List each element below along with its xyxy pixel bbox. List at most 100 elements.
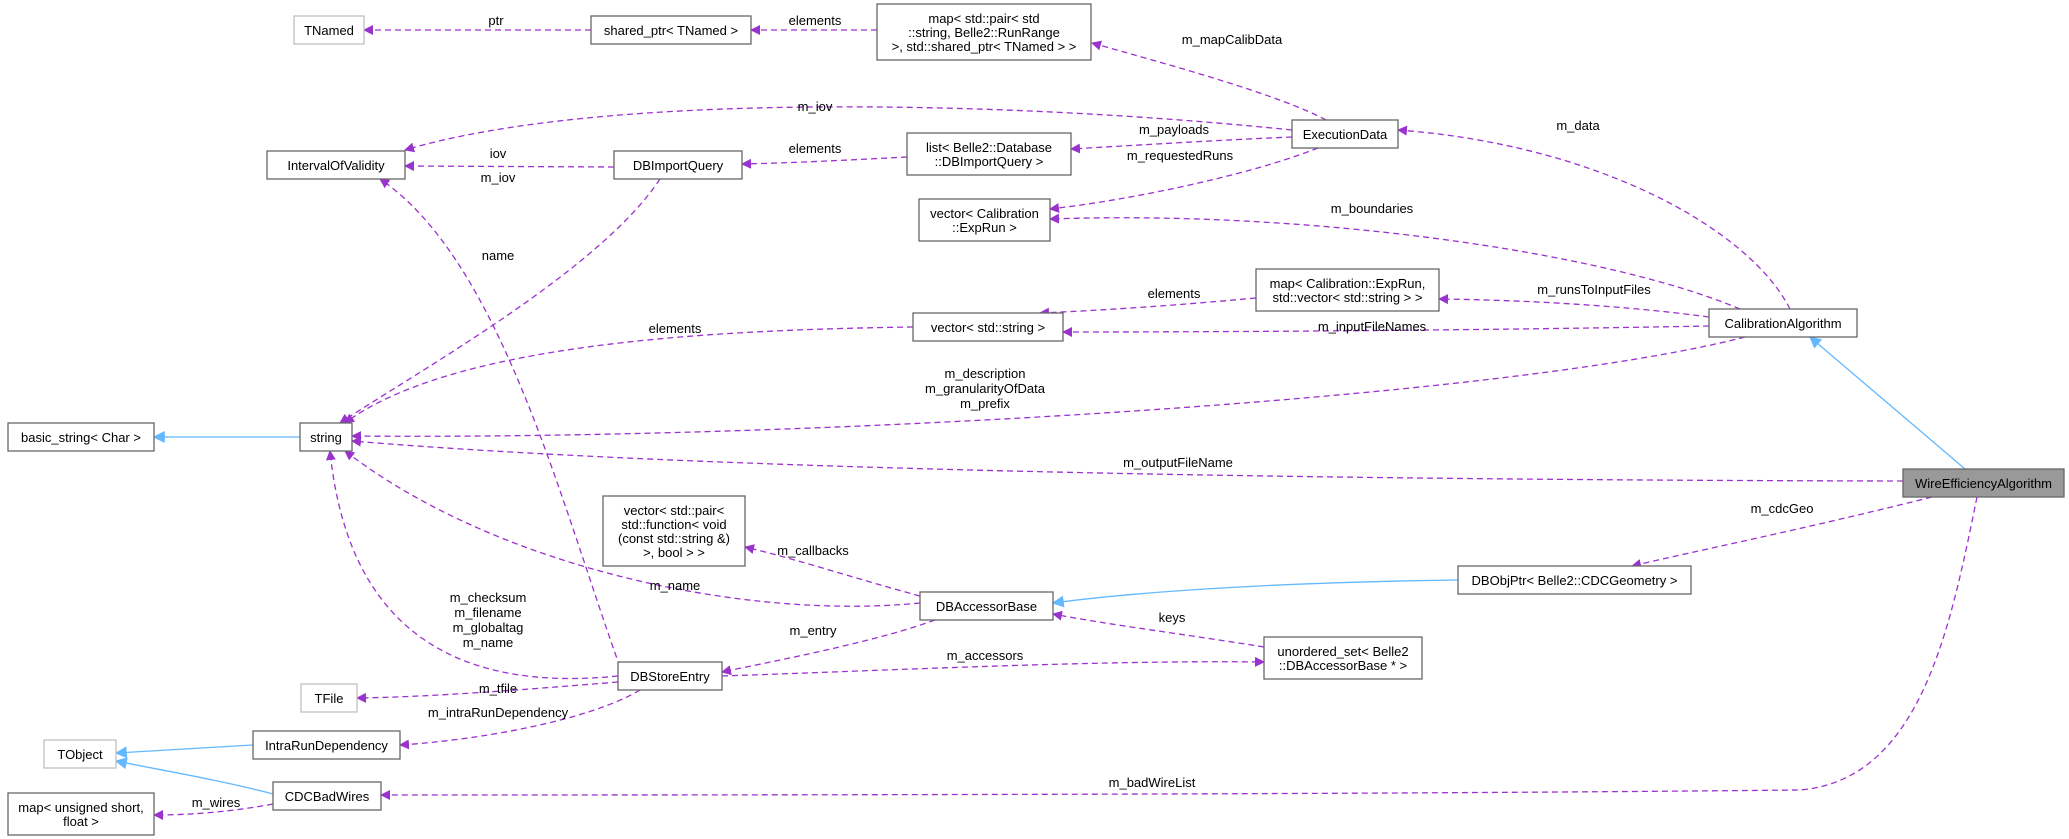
usage-arrow	[1052, 610, 1265, 648]
node-dbaccessorbase[interactable]: DBAccessorBase	[919, 591, 1054, 621]
edge-label: ptr	[488, 13, 504, 28]
node-label-line: >, bool > >	[643, 545, 705, 560]
edge-label: keys	[1159, 610, 1186, 625]
node-vector-pair-fn[interactable]: vector< std::pair<std::function< void(co…	[602, 495, 746, 567]
usage-arrow	[1049, 147, 1319, 213]
edge-shared-tnamed: ptr	[363, 13, 591, 35]
node-tnamed[interactable]: TNamed	[293, 15, 365, 45]
node-intervalofvalidity[interactable]: IntervalOfValidity	[266, 150, 406, 180]
node-label-line: DBAccessorBase	[936, 599, 1037, 614]
edge-label: m_granularityOfData	[925, 381, 1046, 396]
edge-label: m_outputFileName	[1123, 455, 1233, 470]
node-box	[906, 132, 1072, 176]
node-box	[272, 781, 382, 811]
usage-arrow	[1438, 294, 1710, 318]
edge-label: m_globaltag	[453, 620, 524, 635]
node-vector-exprun[interactable]: vector< Calibration::ExpRun >	[918, 198, 1051, 242]
node-box	[293, 15, 365, 45]
node-map-calib[interactable]: map< std::pair< std::string, Belle2::Run…	[876, 3, 1092, 61]
node-box	[266, 150, 406, 180]
usage-arrow	[404, 161, 615, 172]
usage-arrow	[325, 450, 619, 680]
node-box	[43, 739, 117, 769]
node-box	[1902, 468, 2065, 498]
edge-label: m_name	[463, 635, 514, 650]
edge-label: m_prefix	[960, 396, 1010, 411]
edge-label: m_tfile	[479, 681, 517, 696]
usage-arrow	[721, 656, 1265, 677]
usage-arrow	[744, 544, 921, 597]
node-wireefficiencyalgorithm[interactable]: WireEfficiencyAlgorithm	[1902, 468, 2065, 498]
usage-arrow	[1049, 213, 1741, 310]
usage-arrow	[399, 689, 641, 750]
edge-label: m_payloads	[1139, 122, 1210, 137]
node-unordered-set[interactable]: unordered_set< Belle2::DBAccessorBase * …	[1263, 636, 1423, 680]
edge-label: m_filename	[454, 605, 521, 620]
node-map-ushort[interactable]: map< unsigned short,float >	[7, 792, 155, 836]
edge-label: name	[482, 248, 515, 263]
edge-uset-dbacc: keys	[1052, 610, 1265, 648]
edge-dbobj-dbacc	[1051, 579, 1459, 608]
node-box	[876, 3, 1092, 61]
node-box	[613, 150, 743, 180]
node-label-line: IntraRunDependency	[265, 738, 388, 753]
edge-calib-mapexp: m_runsToInputFiles	[1438, 282, 1710, 318]
inheritance-arrow	[1051, 579, 1459, 608]
node-label-line: basic_string< Char >	[21, 430, 141, 445]
edge-label: m_iov	[481, 170, 516, 185]
node-dbobjptr[interactable]: DBObjPtr< Belle2::CDCGeometry >	[1457, 565, 1692, 595]
edge-exec-map: m_mapCalibData	[1091, 32, 1327, 121]
node-vector-string[interactable]: vector< std::string >	[912, 312, 1064, 342]
edge-exec-vexp: m_requestedRuns	[1049, 147, 1319, 213]
edge-label: m_mapCalibData	[1182, 32, 1283, 47]
node-calibrationalgorithm[interactable]: CalibrationAlgorithm	[1708, 308, 1858, 338]
usage-arrow	[741, 156, 908, 169]
node-shared-ptr[interactable]: shared_ptr< TNamed >	[590, 15, 752, 45]
node-label-line: WireEfficiencyAlgorithm	[1915, 476, 2052, 491]
node-label-line: ::ExpRun >	[952, 220, 1017, 235]
node-executiondata[interactable]: ExecutionData	[1291, 119, 1399, 149]
node-label-line: shared_ptr< TNamed >	[604, 23, 738, 38]
node-tobject[interactable]: TObject	[43, 739, 117, 769]
node-label-line: map< Calibration::ExpRun,	[1270, 276, 1426, 291]
node-dbimportquery[interactable]: DBImportQuery	[613, 150, 743, 180]
edge-wire-cdcbad: m_badWireList	[380, 496, 1978, 800]
node-basic-string[interactable]: basic_string< Char >	[7, 422, 155, 452]
node-tfile[interactable]: TFile	[300, 683, 358, 713]
node-box	[1255, 268, 1440, 312]
edge-dbacc-vpair: m_callbacks	[744, 543, 921, 597]
usage-arrow	[351, 436, 1904, 482]
node-box	[919, 591, 1054, 621]
node-cdcbadwires[interactable]: CDCBadWires	[272, 781, 382, 811]
edge-calib-exec: m_data	[1397, 118, 1791, 310]
edge-dbstore-iov: m_iov	[379, 170, 621, 668]
node-intrarundependency[interactable]: IntraRunDependency	[252, 730, 401, 760]
edge-label: m_cdcGeo	[1751, 501, 1814, 516]
edge-dbiq-iov: iov	[404, 146, 615, 172]
usage-arrow	[1631, 496, 1933, 569]
edge-label: elements	[1148, 286, 1201, 301]
node-box	[299, 422, 353, 452]
node-label-line: std::vector< std::string > >	[1273, 290, 1423, 305]
node-string[interactable]: string	[299, 422, 353, 452]
usage-arrow	[721, 619, 936, 676]
edge-map-shared: elements	[750, 13, 877, 35]
node-label-line: std::function< void	[621, 517, 726, 532]
node-label-line: list< Belle2::Database	[926, 140, 1052, 155]
node-dbstoreentry[interactable]: DBStoreEntry	[617, 661, 723, 691]
edge-dbacc-string: m_name	[344, 450, 921, 607]
node-label-line: ExecutionData	[1303, 127, 1388, 142]
edge-label: m_accessors	[947, 648, 1024, 663]
node-list-dbimport[interactable]: list< Belle2::Database::DBImportQuery >	[906, 132, 1072, 176]
node-label-line: TNamed	[304, 23, 354, 38]
edge-exec-list: m_payloads	[1070, 122, 1293, 154]
edge-calib-vstr: m_inputFileNames	[1062, 319, 1710, 337]
node-map-exprun[interactable]: map< Calibration::ExpRun,std::vector< st…	[1255, 268, 1440, 312]
edge-label: m_checksum	[450, 590, 527, 605]
edge-wire-dbobj: m_cdcGeo	[1631, 496, 1933, 569]
usage-arrow	[344, 326, 914, 424]
edge-label: m_requestedRuns	[1127, 148, 1234, 163]
edge-label: elements	[649, 321, 702, 336]
node-label-line: string	[310, 430, 342, 445]
